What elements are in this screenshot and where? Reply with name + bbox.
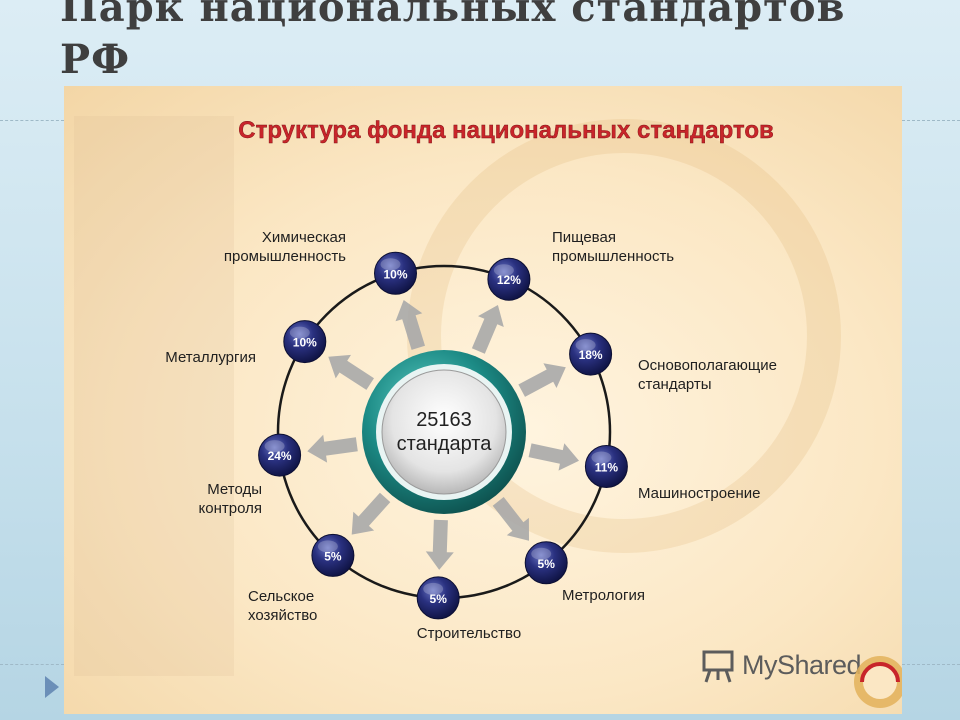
- node-label-agriculture: Сельское хозяйство: [248, 588, 318, 624]
- myshared-brand: MyShared: [742, 650, 862, 680]
- node-percent-control: 24%: [268, 449, 292, 463]
- guide-line-bottom-left: [0, 664, 64, 665]
- arrow-control: [307, 434, 358, 463]
- diagram-heading: Структура фонда национальных стандартов: [238, 117, 774, 144]
- node-percent-agriculture: 5%: [324, 549, 342, 563]
- node-circle-food: [487, 257, 531, 301]
- node-label-fundamental: Основополагающие стандарты: [638, 357, 777, 393]
- node-circle-metrology: [524, 541, 568, 585]
- node-highlight-construction: [423, 582, 444, 595]
- node-circle-machinery: [584, 445, 628, 488]
- node-percent-construction: 5%: [430, 592, 448, 606]
- presentation-icon: [702, 650, 734, 683]
- slide-title-line1: Парк национальных стандартов: [60, 0, 846, 31]
- node-percent-metrology: 5%: [538, 557, 556, 571]
- slide-title-line2: РФ: [60, 36, 131, 83]
- node-label-control: Методы контроля: [198, 481, 262, 517]
- arrow-food: [471, 305, 504, 354]
- arrow-agriculture: [351, 492, 391, 535]
- arrow-construction: [425, 519, 454, 570]
- guide-line-bottom-right: [902, 664, 960, 665]
- arrow-metallurgy: [328, 354, 374, 390]
- hub-unit: стандарта: [397, 433, 493, 455]
- node-percent-machinery: 11%: [595, 461, 619, 475]
- diagram-panel: Структура фонда национальных стандартов …: [64, 86, 902, 714]
- guide-line-top-right: [902, 120, 960, 121]
- diagram-svg: Структура фонда национальных стандартов …: [74, 116, 841, 676]
- node-circle-fundamental: [569, 332, 613, 376]
- node-circle-chemical: [374, 251, 417, 295]
- arrows-group: [307, 300, 579, 570]
- node-circle-construction: [416, 576, 460, 620]
- node-circle-metallurgy: [283, 320, 327, 364]
- node-highlight-metrology: [531, 547, 552, 560]
- node-highlight-food: [493, 264, 514, 277]
- node-percent-fundamental: 18%: [579, 348, 603, 362]
- hub-value: 25163: [416, 409, 472, 431]
- node-percent-chemical: 10%: [383, 267, 407, 281]
- arrow-machinery: [528, 443, 579, 471]
- node-circle-control: [258, 433, 302, 477]
- node-label-machinery: Машиностроение: [638, 485, 761, 502]
- emblem-icon: [854, 656, 902, 708]
- node-percent-metallurgy: 10%: [293, 336, 317, 350]
- nodes-group: 10% 12% 18% 11% 5% 5% 5% 24% 10%: [258, 251, 628, 620]
- arrow-metrology: [492, 497, 529, 541]
- node-highlight-machinery: [591, 451, 612, 464]
- bullet-arrow-icon: [45, 676, 59, 698]
- node-label-metallurgy: Металлургия: [165, 349, 256, 366]
- hub-disc: [381, 369, 507, 495]
- node-highlight-chemical: [380, 258, 401, 271]
- node-highlight-fundamental: [575, 339, 596, 352]
- arrow-fundamental: [518, 363, 566, 397]
- node-highlight-metallurgy: [289, 326, 310, 339]
- myshared-logo: MyShared: [700, 640, 902, 710]
- node-highlight-agriculture: [317, 540, 338, 553]
- node-label-food: Пищевая промышленность: [552, 229, 675, 265]
- node-percent-food: 12%: [497, 273, 521, 287]
- background-watermark: [74, 116, 841, 676]
- node-highlight-control: [264, 440, 285, 453]
- node-label-construction: Строительство: [416, 625, 522, 642]
- node-circle-agriculture: [311, 533, 355, 577]
- node-label-chemical: Химическая промышленность: [223, 229, 346, 265]
- guide-line-top-left: [0, 120, 64, 121]
- arrow-chemical: [395, 300, 425, 350]
- node-label-metrology: Метрология: [562, 587, 645, 604]
- slide-title: Парк национальных стандартов РФ: [60, 0, 845, 86]
